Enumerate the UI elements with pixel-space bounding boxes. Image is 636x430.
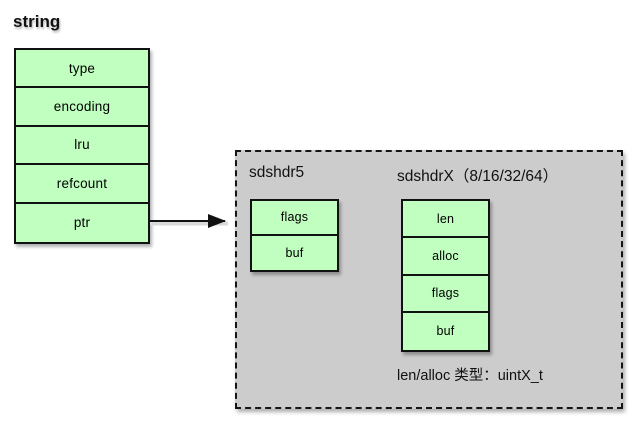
page-title: string <box>13 12 61 31</box>
sdshdr5-field-buf: buf <box>252 235 337 270</box>
sdshdrx-label: sdshdrX（8/16/32/64） <box>397 168 559 185</box>
string-object-struct: type encoding lru refcount ptr <box>14 48 150 244</box>
sdshdr5-field-flags: flags <box>252 201 337 236</box>
sdshdr5-struct: flags buf <box>250 199 339 272</box>
sdshdrx-field-alloc: alloc <box>403 238 488 276</box>
field-lru: lru <box>16 126 148 166</box>
field-type: type <box>16 50 148 89</box>
sdshdrx-field-buf: buf <box>403 312 488 350</box>
sdshdrx-struct: len alloc flags buf <box>401 199 490 352</box>
sds-panel: sdshdr5 sdshdrX（8/16/32/64） flags buf le… <box>235 150 623 409</box>
sds-type-caption: len/alloc 类型：uintX_t <box>397 368 543 384</box>
field-ptr: ptr <box>16 203 148 242</box>
field-refcount: refcount <box>16 165 148 204</box>
sdshdr5-label: sdshdr5 <box>249 164 305 181</box>
sdshdrx-field-flags: flags <box>403 275 488 313</box>
ptr-to-sds-arrow <box>148 214 228 228</box>
field-encoding: encoding <box>16 88 148 127</box>
sdshdrx-field-len: len <box>403 201 488 239</box>
